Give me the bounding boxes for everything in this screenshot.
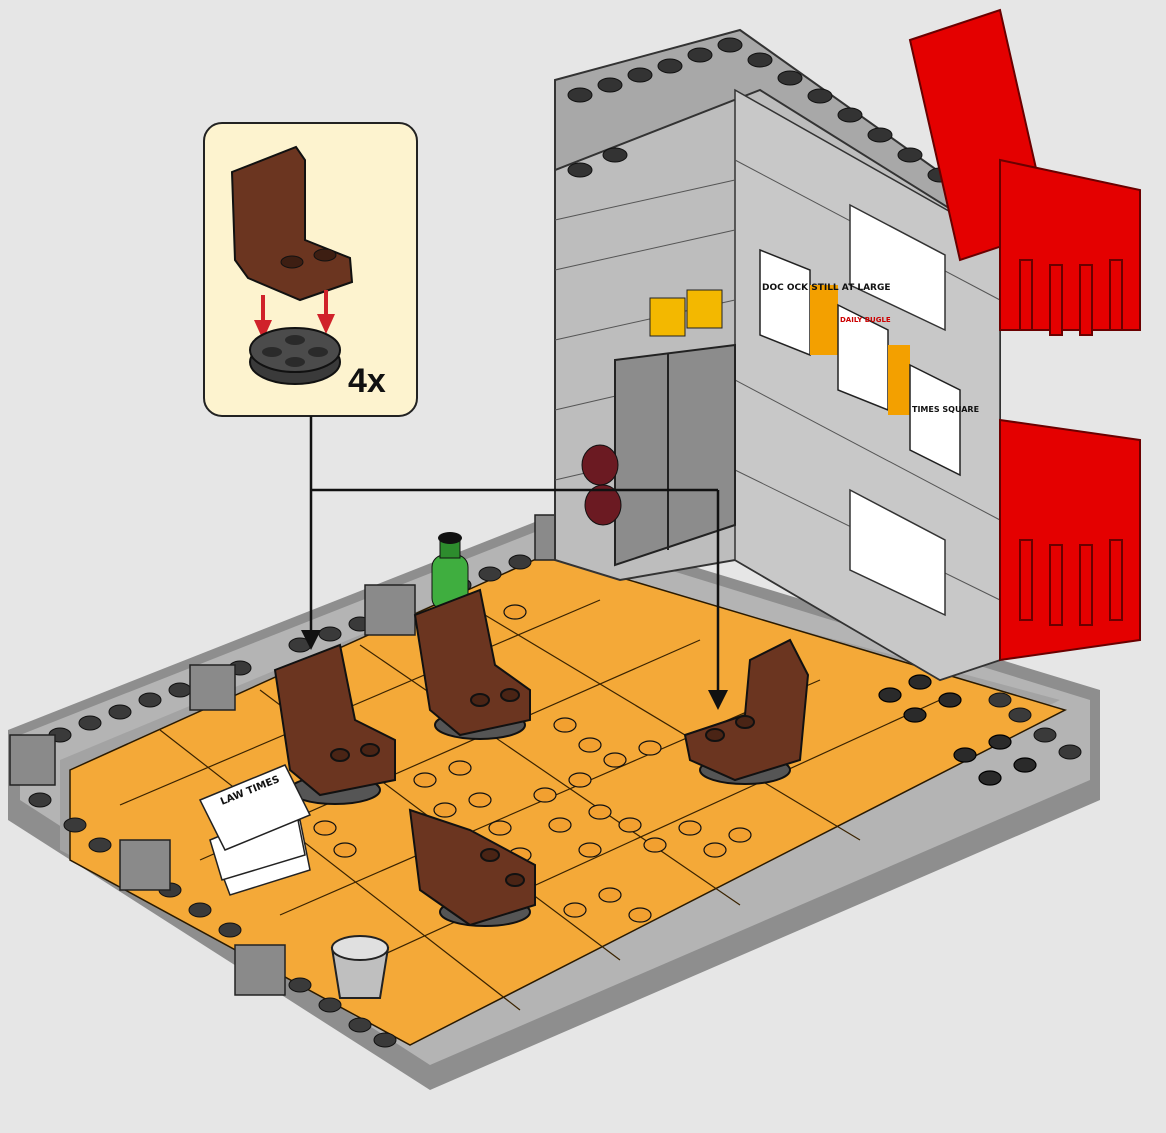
parts-callout: 4x [204, 123, 417, 416]
wall-paper-1-headline: DOC OCK STILL AT LARGE [762, 283, 891, 293]
turntable-icon [250, 328, 340, 384]
bucket-icon [332, 936, 388, 998]
wall-paper-3-headline: TIMES SQUARE [912, 405, 979, 414]
quantity-label: 4x [348, 362, 386, 400]
wall-paper-2-masthead: DAILY BUGLE [840, 316, 891, 324]
